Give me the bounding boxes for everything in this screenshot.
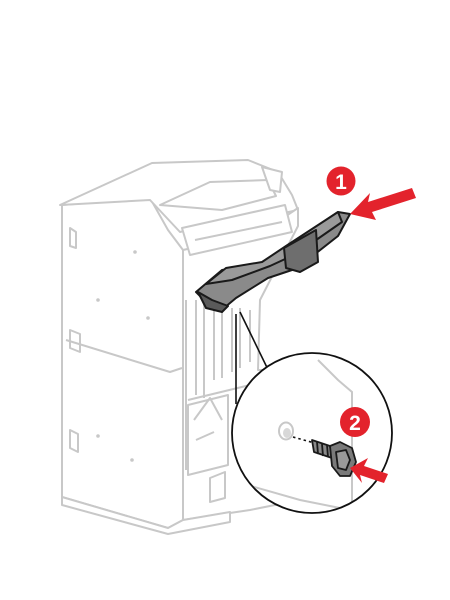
- lower-bracket: [193, 397, 223, 441]
- finisher-left-panel: [61, 197, 184, 529]
- step-2-badge: [340, 407, 370, 437]
- step-1-label: 1: [335, 171, 347, 194]
- step-1-marker: 1: [326, 166, 356, 196]
- upper-slot: [194, 221, 283, 241]
- finisher-base: [61, 496, 231, 535]
- insertion-path: [292, 436, 319, 445]
- base-foot: [209, 471, 226, 503]
- thumbscrew-icon: [311, 439, 357, 477]
- screw-threads: [316, 441, 329, 458]
- handle-top-face: [205, 211, 343, 285]
- step-2-label: 2: [349, 412, 361, 435]
- zoom-callout: [231, 352, 393, 514]
- handle-part: [195, 211, 351, 313]
- interior-slats: [185, 300, 251, 470]
- screw-head-face: [335, 449, 351, 471]
- side-panel-detail: [69, 227, 81, 453]
- zoom-circle-outline: [231, 352, 393, 514]
- step-1-arrow-icon: [350, 188, 416, 220]
- step-2-marker: 2: [340, 407, 370, 437]
- step-1-badge: [326, 166, 356, 196]
- upper-mechanism: [181, 204, 293, 256]
- step-2-arrow-icon: [350, 458, 388, 483]
- lower-compartment: [187, 394, 229, 476]
- side-panel-break: [65, 339, 183, 373]
- top-tray-lip: [261, 166, 283, 193]
- handle-grip: [283, 229, 319, 273]
- side-screws: [96, 250, 150, 462]
- handle-end: [197, 291, 229, 313]
